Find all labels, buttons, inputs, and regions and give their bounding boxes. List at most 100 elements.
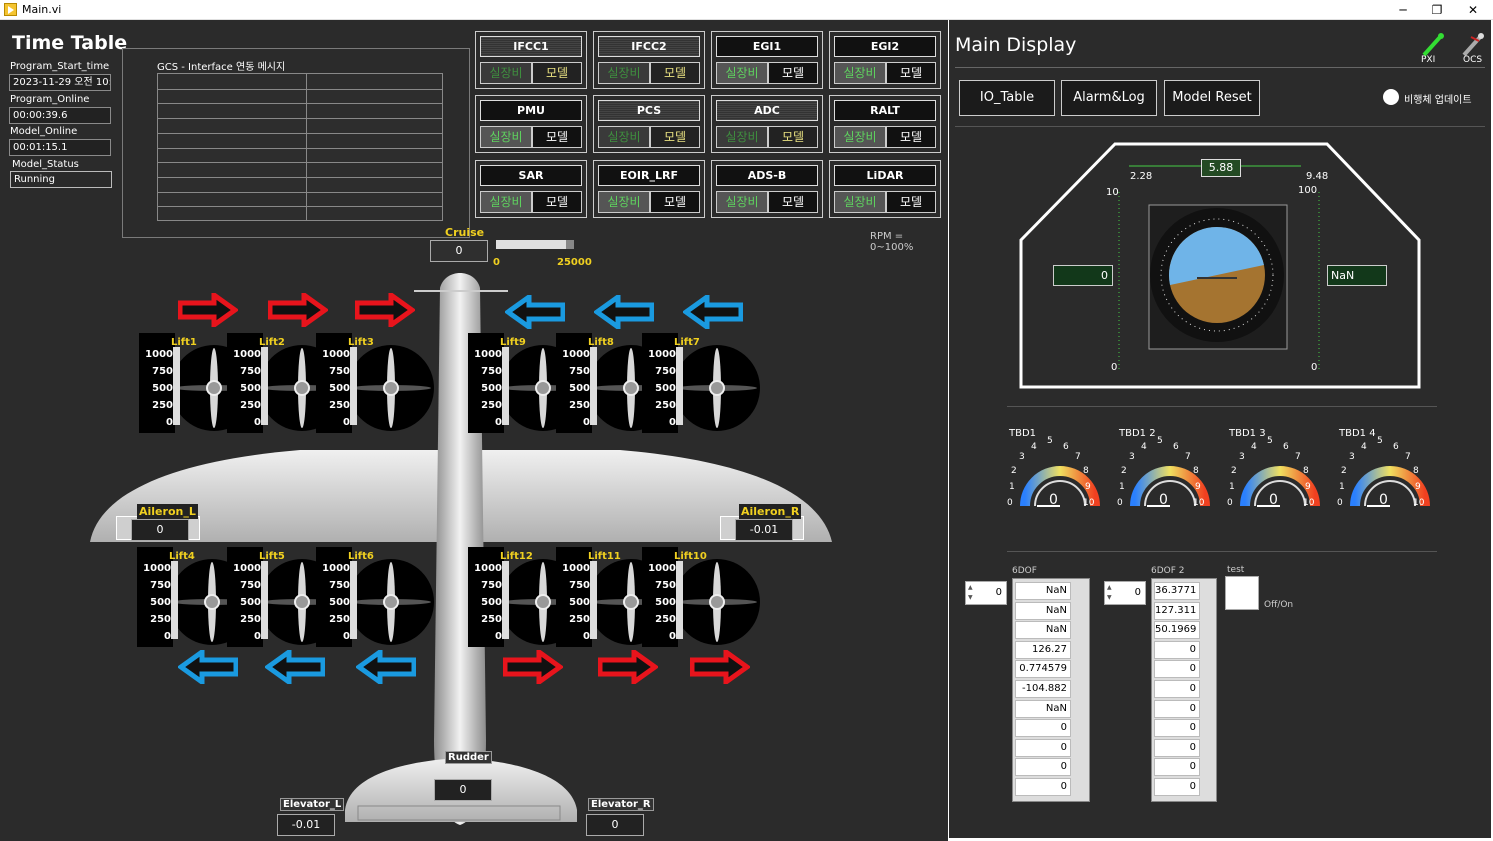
unit-model-button[interactable]: 모델	[650, 191, 700, 213]
unit-sar: SAR 실장비 모델	[475, 160, 587, 218]
dof-cell[interactable]: 0	[1154, 660, 1200, 679]
dof-cell[interactable]: 0.774579	[1015, 660, 1071, 679]
scale-tick: 500	[240, 383, 261, 394]
scale-tick: 1000	[648, 563, 676, 574]
dof-cell[interactable]: NaN	[1015, 582, 1071, 600]
unit-name: PCS	[598, 100, 700, 121]
scale-tick: 0	[254, 631, 261, 642]
gauge-label: TBD1 2	[1119, 428, 1156, 439]
scale-tick: 0	[166, 417, 173, 428]
dof-cell[interactable]: 36.3771	[1154, 582, 1200, 600]
dof2-index[interactable]: 0	[1104, 581, 1146, 605]
scale-tick: 750	[240, 366, 261, 377]
unit-name: EGI2	[834, 36, 936, 57]
unit-model-button[interactable]: 모델	[650, 62, 700, 84]
gcs-message-table[interactable]	[157, 73, 443, 221]
lift-level-bar	[350, 561, 357, 639]
table-row	[158, 103, 442, 105]
dof-cell[interactable]: 0	[1154, 778, 1200, 796]
dof-cell[interactable]: 0	[1154, 738, 1200, 757]
dof-cell[interactable]: 126.27	[1015, 640, 1071, 659]
close-button[interactable]: ✕	[1467, 3, 1479, 17]
table-row	[158, 118, 442, 120]
unit-model-button[interactable]: 모델	[886, 62, 936, 84]
scale-tick: 500	[481, 383, 502, 394]
scale-tick: 250	[240, 400, 261, 411]
io-table-button[interactable]: IO_Table	[959, 80, 1055, 116]
unit-model-button[interactable]: 모델	[532, 191, 582, 213]
dof-cell[interactable]: -104.882	[1015, 680, 1071, 698]
unit-real-button[interactable]: 실장비	[598, 62, 650, 84]
unit-real-button[interactable]: 실장비	[598, 126, 650, 148]
unit-real-button[interactable]: 실장비	[834, 126, 886, 148]
unit-model-button[interactable]: 모델	[532, 62, 582, 84]
cruise-min-label: 0	[493, 257, 500, 268]
unit-real-button[interactable]: 실장비	[598, 191, 650, 213]
unit-real-button[interactable]: 실장비	[480, 126, 532, 148]
unit-real-button[interactable]: 실장비	[480, 191, 532, 213]
dof-cell[interactable]: NaN	[1015, 621, 1071, 640]
gauge-tick: 2	[1011, 466, 1017, 476]
dof1-index[interactable]: 0	[965, 581, 1007, 605]
unit-real-button[interactable]: 실장비	[480, 62, 532, 84]
left-arrow-icon	[683, 295, 743, 329]
minimize-button[interactable]: ─	[1399, 3, 1407, 17]
pxi-plug-icon	[1422, 33, 1444, 57]
flight-update-toggle[interactable]	[1383, 89, 1399, 105]
scale-tick: 250	[569, 400, 590, 411]
dof-cell[interactable]: 0	[1015, 738, 1071, 757]
unit-ifcc1: IFCC1 실장비 모델	[475, 31, 587, 89]
alarm-log-button[interactable]: Alarm&Log	[1061, 80, 1157, 116]
unit-model-button[interactable]: 모델	[886, 126, 936, 148]
model-reset-button[interactable]: Model Reset	[1164, 80, 1260, 116]
unit-real-button[interactable]: 실장비	[716, 62, 768, 84]
unit-model-button[interactable]: 모델	[650, 126, 700, 148]
dof-cell[interactable]: 0	[1015, 719, 1071, 738]
aileron-l-value: 0	[131, 519, 189, 541]
dof-cell[interactable]: 0	[1154, 680, 1200, 698]
dof-cell[interactable]: NaN	[1015, 699, 1071, 718]
dof-cell[interactable]: 50.1969	[1154, 621, 1200, 640]
dof-cell[interactable]: NaN	[1015, 601, 1071, 620]
dof-cell[interactable]: 0	[1154, 758, 1200, 777]
table-row	[158, 191, 442, 193]
cruise-slider-track[interactable]	[496, 240, 574, 249]
lift-label: Lift4	[169, 551, 195, 562]
unit-real-button[interactable]: 실장비	[834, 191, 886, 213]
dof-cell[interactable]: 0	[1015, 758, 1071, 777]
unit-real-button[interactable]: 실장비	[716, 191, 768, 213]
dof-cell[interactable]: 127.311	[1154, 601, 1200, 620]
unit-model-button[interactable]: 모델	[532, 126, 582, 148]
dof-cell[interactable]: 0	[1154, 699, 1200, 718]
lift-level-bar	[590, 561, 597, 639]
unit-real-button[interactable]: 실장비	[834, 62, 886, 84]
unit-model-button[interactable]: 모델	[768, 62, 818, 84]
scale-tick: 500	[655, 383, 676, 394]
gauge-tick: 8	[1303, 466, 1309, 476]
dof-cell[interactable]: 0	[1154, 719, 1200, 738]
scale-tick: 750	[569, 580, 590, 591]
unit-name: RALT	[834, 100, 936, 121]
test-label: test	[1227, 565, 1245, 575]
gauge-tick: 2	[1341, 466, 1347, 476]
model-online-field: 00:01:15.1	[9, 139, 111, 156]
unit-model-button[interactable]: 모델	[886, 191, 936, 213]
dof-cell[interactable]: 0	[1015, 778, 1071, 796]
table-row	[158, 206, 442, 208]
program-start-field[interactable]: 2023-11-29 오전 10:	[9, 74, 111, 91]
unit-model-button[interactable]: 모델	[768, 126, 818, 148]
scale-tick: 750	[152, 366, 173, 377]
unit-egi1: EGI1 실장비 모델	[711, 31, 823, 89]
lift-level-bar	[261, 347, 268, 425]
restore-button[interactable]: ❐	[1431, 3, 1443, 17]
unit-real-button[interactable]: 실장비	[716, 126, 768, 148]
unit-model-button[interactable]: 모델	[768, 191, 818, 213]
dof-cell[interactable]: 0	[1154, 640, 1200, 659]
gauge-label: TBD1	[1009, 428, 1037, 439]
test-toggle-button[interactable]	[1225, 576, 1259, 610]
